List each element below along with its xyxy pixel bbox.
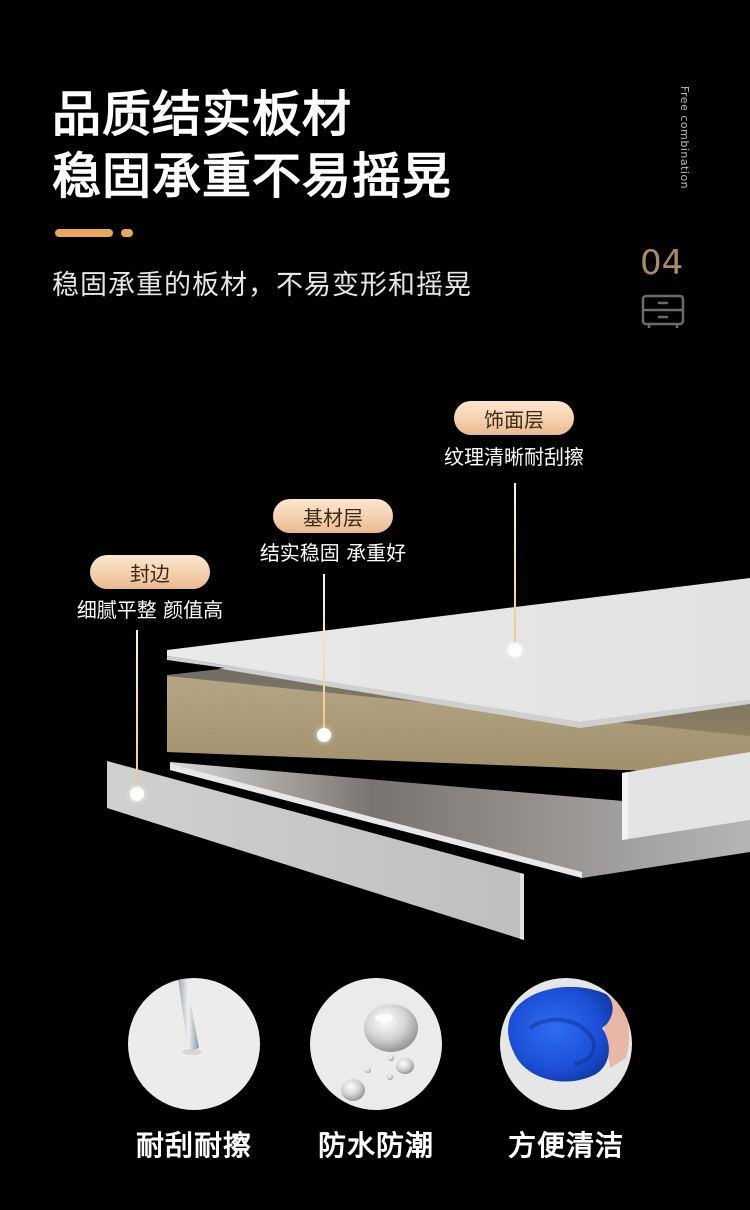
vertical-caption: Free combination [678, 86, 691, 190]
marker-dot-surface [508, 643, 522, 657]
feature-label-waterproof: 防水防潮 [317, 1129, 434, 1162]
cabinet-icon [641, 294, 685, 328]
water-droplets-icon [310, 978, 442, 1110]
title-line-1: 品质结实板材 [52, 86, 353, 143]
layer-pill-core: 基材层 [273, 499, 393, 533]
feature-label-clean: 方便清洁 [507, 1129, 624, 1162]
feature-easy-clean: 方便清洁 [500, 978, 632, 1164]
subtitle: 稳固承重的板材，不易变形和摇晃 [52, 270, 472, 301]
feature-scratch-resistant: 耐刮耐擦 [128, 978, 260, 1164]
layer-desc-surface: 纹理清晰耐刮擦 [444, 445, 584, 469]
page-number: 04 [640, 243, 684, 283]
feature-waterproof: 防水防潮 [310, 978, 442, 1164]
leader-line-surface [514, 483, 516, 643]
feature-label-scratch: 耐刮耐擦 [135, 1129, 252, 1162]
top-layer [167, 578, 750, 722]
blue-cloth-icon [500, 978, 632, 1110]
layer-desc-core: 结实稳固 承重好 [259, 541, 407, 565]
marker-dot-edge [130, 787, 144, 801]
title-line-2: 稳固承重不易摇晃 [52, 148, 453, 205]
right-edge-band [622, 752, 750, 840]
leader-line-core [323, 574, 325, 730]
accent-dot [121, 229, 133, 237]
board-layers-diagram [107, 578, 750, 940]
layer-desc-edge: 细腻平整 颜值高 [76, 598, 224, 622]
accent-bar [55, 229, 113, 237]
edge-banding-strip [107, 761, 524, 940]
marker-dot-core [317, 728, 331, 742]
leader-line-edge [136, 630, 138, 790]
screwdriver-scratch-icon [128, 978, 260, 1110]
layer-pill-surface: 饰面层 [454, 401, 574, 435]
layer-pill-edge: 封边 [90, 555, 210, 589]
bottom-layer [170, 762, 750, 878]
